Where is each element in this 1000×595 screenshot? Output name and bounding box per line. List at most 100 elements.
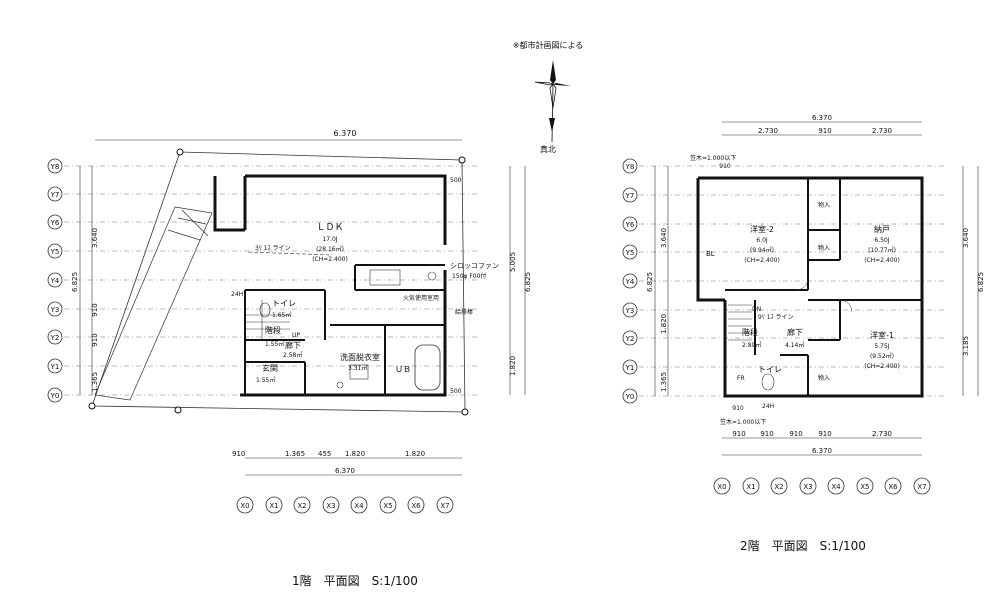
axis-label: Y3 xyxy=(50,306,60,314)
room-hall1-area: 2.58㎡ xyxy=(283,351,302,359)
axis-label: X3 xyxy=(326,502,335,510)
dim-right-total: 6.825 xyxy=(977,272,985,292)
axis-label: Y5 xyxy=(625,249,635,257)
floor1-y-axes: Y8 Y7 Y6 Y5 Y4 Y3 Y2 Y1 Y0 xyxy=(47,158,63,403)
fan-size-note: 150φ F00付 xyxy=(452,272,486,280)
dim-bottom: 910 xyxy=(732,430,745,438)
room-hall1-name: 廊下 xyxy=(285,340,301,350)
storage-label: 物入 xyxy=(818,374,830,382)
span-910-top: 910 xyxy=(719,163,731,170)
floor1-title: 1階 平面図 S:1/100 xyxy=(292,573,418,588)
eave-bottom-note: 笠木=1.000以下 xyxy=(720,418,766,426)
room-closet-jo: 6.50J xyxy=(874,237,889,244)
axis-label: X3 xyxy=(803,483,812,491)
dim-bottom: 1.365 xyxy=(285,450,305,458)
bl-label: BL xyxy=(706,250,715,258)
room-w1-ch: (CH=2.400) xyxy=(864,363,900,370)
fan-note: シロッコファン xyxy=(450,262,499,270)
dim-right: 1.820 xyxy=(509,356,517,376)
axis-label: X1 xyxy=(269,502,278,510)
dim-bottom-total: 6.370 xyxy=(812,447,832,455)
floor2-y-axes: Y8 Y7 Y6 Y5 Y4 Y3 Y2 Y1 Y0 xyxy=(622,158,638,404)
room-toilet1-name: トイレ xyxy=(272,299,296,308)
room-ldk-jo: 17.0J xyxy=(322,236,337,243)
room-stairs2-name: 階段 xyxy=(742,327,758,337)
axis-label: X5 xyxy=(383,502,392,510)
dim-right: 3.640 xyxy=(962,228,970,248)
floor1-plan: 6.370 Y8 Y7 Y6 Y5 Y4 Y3 Y2 Y1 Y0 3.640 9… xyxy=(47,129,532,588)
dim-bottom: 1.820 xyxy=(405,450,425,458)
floor2-top-total: 6.370 xyxy=(812,114,832,122)
room-entrance-area: 1.55㎡ xyxy=(256,376,275,384)
fire-room-note: 火気使用室用 xyxy=(403,294,439,302)
dim-bottom: 1.820 xyxy=(345,450,365,458)
dim-bottom: 910 xyxy=(789,430,802,438)
span-910-bottom: 910 xyxy=(732,405,744,412)
dim-right: 5.005 xyxy=(509,252,517,272)
room-closet-area: (10.77㎡) xyxy=(868,246,896,254)
axis-label: Y4 xyxy=(50,277,60,285)
room-stairs1-name: 階段 xyxy=(265,325,281,335)
axis-label: Y6 xyxy=(625,221,635,229)
dim-bottom: 910 xyxy=(818,430,831,438)
dim-left: 910 xyxy=(91,303,99,316)
axis-label: Y1 xyxy=(625,364,635,372)
room-w2-name: 洋室-2 xyxy=(750,224,774,234)
dim-bottom: 910 xyxy=(760,430,773,438)
mark-24h: 24H xyxy=(231,291,243,298)
axis-label: X0 xyxy=(240,502,249,510)
axis-label: X4 xyxy=(831,483,841,491)
room-stairs1-area: 1.55㎡ xyxy=(265,340,284,348)
axis-label: X1 xyxy=(746,483,755,491)
room-ldk-ch: (CH=2.400) xyxy=(312,256,348,263)
dim-left: 3.640 xyxy=(660,228,668,248)
axis-label: Y2 xyxy=(625,335,635,343)
height-500-bottom: 500 xyxy=(450,388,462,395)
storage-label: 物入 xyxy=(818,201,830,209)
axis-label: X7 xyxy=(917,483,926,491)
axis-label: Y0 xyxy=(50,392,60,400)
axis-label: X5 xyxy=(860,483,869,491)
room-w1-jo: 5.75J xyxy=(874,343,889,350)
axis-label: Y4 xyxy=(625,278,635,286)
north-note: ※都市計画図による xyxy=(513,40,583,50)
room-ldk-name: ＬＤＫ xyxy=(316,223,343,233)
axis-label: Y7 xyxy=(625,192,635,200)
axis-label: X6 xyxy=(888,483,898,491)
height-500-top: 500 xyxy=(450,177,462,184)
room-stairs2-area: 2.89㎡ xyxy=(742,341,761,349)
axis-label: X7 xyxy=(440,502,449,510)
axis-label: Y0 xyxy=(625,393,635,401)
axis-label: X6 xyxy=(411,502,421,510)
axis-label: X2 xyxy=(297,502,306,510)
axis-label: Y5 xyxy=(50,248,60,256)
compass-icon xyxy=(534,60,571,143)
room-w1-name: 洋室-1 xyxy=(870,330,894,340)
dim-bottom: 2.730 xyxy=(872,430,892,438)
fr-label: FR xyxy=(737,375,745,382)
axis-label: Y3 xyxy=(625,307,635,315)
axis-label: X2 xyxy=(774,483,783,491)
axis-label: Y7 xyxy=(50,191,60,199)
dim-left: 1.365 xyxy=(660,372,668,392)
dim-bottom: 910 xyxy=(232,450,245,458)
floor2-x-axes: X0 X1 X2 X3 X4 X5 X6 X7 xyxy=(713,477,931,495)
axis-label: Y8 xyxy=(625,163,635,171)
room-w2-area: (9.94㎡) xyxy=(750,246,774,254)
axis-label: Y8 xyxy=(50,163,60,171)
room-w2-ch: (CH=2.400) xyxy=(744,257,780,264)
room-w1-area: (9.52㎡) xyxy=(870,352,894,360)
floor2-plan: 6.370 2.730 910 2.730 Y8 Y7 Y6 Y5 Y4 Y3 … xyxy=(622,114,985,553)
dn-label: DN xyxy=(752,306,761,313)
room-hall2-name: 廊下 xyxy=(787,327,803,337)
floor1-x-axes: X0 X1 X2 X3 X4 X5 X6 X7 xyxy=(236,496,454,514)
dim-right: 3.185 xyxy=(962,336,970,356)
ventilation-note: 給排棒 xyxy=(455,308,473,316)
dim-top: 2.730 xyxy=(758,127,778,135)
north-line: 9ﾘ 1ｽ ライン xyxy=(758,314,793,321)
room-ub: ＵＢ xyxy=(395,365,411,374)
dim-left: 1.820 xyxy=(660,314,668,334)
axis-label: X0 xyxy=(717,483,726,491)
floor2-title: 2階 平面図 S:1/100 xyxy=(740,538,866,553)
axis-label: Y1 xyxy=(50,363,60,371)
